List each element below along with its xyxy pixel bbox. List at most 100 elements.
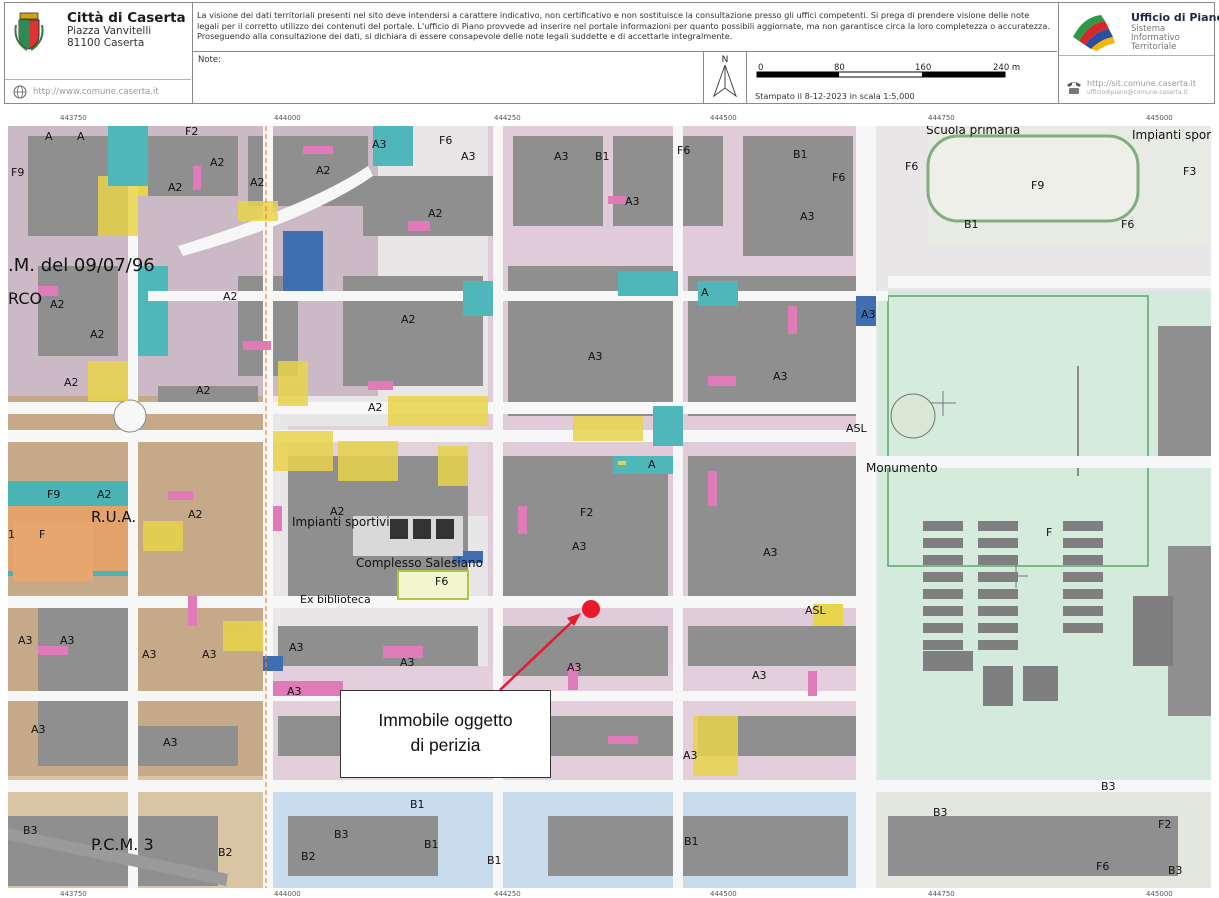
north-arrow-box: N xyxy=(703,51,747,103)
zone-label: F9 xyxy=(11,166,24,179)
park-building-rows xyxy=(923,521,1173,706)
zone-label: A2 xyxy=(428,207,443,220)
zone-label: A2 xyxy=(90,328,105,341)
callout-line-2: di perizia xyxy=(410,735,481,755)
zone-label: F6 xyxy=(832,171,845,184)
zone-label: ASL xyxy=(846,422,868,435)
coat-of-arms-icon xyxy=(14,12,44,51)
zone-label: A3 xyxy=(625,195,640,208)
callout-text: Immobile oggetto di perizia xyxy=(341,708,550,758)
zoning-map[interactable]: A A F2 F6 A3 A3 A3 B1 F6 B1 F6 F6 F9 F3 … xyxy=(8,126,1211,888)
divider xyxy=(5,79,191,80)
zone-label: A3 xyxy=(567,661,582,674)
print-date: Stampato il 8-12-2023 in scala 1:5,000 xyxy=(755,91,915,101)
north-letter: N xyxy=(721,55,729,65)
coord-top-4: 444500 xyxy=(710,114,737,122)
zone-label: A3 xyxy=(773,370,788,383)
city-info-panel: Città di Caserta Piazza Vanvitelli 81100… xyxy=(5,3,193,103)
zone-label: A xyxy=(648,458,656,471)
zone-label: A3 xyxy=(861,308,876,321)
zone-label: A2 xyxy=(97,488,112,501)
coord-top-2: 444000 xyxy=(274,114,301,122)
coord-top-6: 445000 xyxy=(1146,114,1173,122)
zone-label: A3 xyxy=(400,656,415,669)
zone-label: A2 xyxy=(223,290,238,303)
zone-label: B1 xyxy=(964,218,979,231)
place-label-impianti-sportivi: Impianti sportivi xyxy=(292,515,390,529)
zone-label: 1 xyxy=(8,528,15,541)
coord-top-3: 444250 xyxy=(494,114,521,122)
map-header: Città di Caserta Piazza Vanvitelli 81100… xyxy=(4,2,1219,104)
zone-label: B3 xyxy=(334,828,349,841)
asl-highlight xyxy=(813,604,843,626)
zone-label: A2 xyxy=(64,376,79,389)
city-address: Piazza Vanvitelli xyxy=(67,25,152,37)
callout-arrow-line xyxy=(499,617,577,691)
small-highlight xyxy=(618,461,626,465)
zone-label: A2 xyxy=(210,156,225,169)
zone-label: A3 xyxy=(202,648,217,661)
zone-label: A3 xyxy=(763,546,778,559)
zone-labels: A A F2 F6 A3 A3 A3 B1 F6 B1 F6 F6 F9 F3 … xyxy=(8,126,1196,877)
zone-label: F2 xyxy=(185,126,198,138)
zone-label: F2 xyxy=(1158,818,1171,831)
zone-label: A2 xyxy=(316,164,331,177)
coord-bottom-1: 443750 xyxy=(60,890,87,898)
zone-label: F6 xyxy=(1121,218,1134,231)
coord-top-5: 444750 xyxy=(928,114,955,122)
legal-disclaimer: La visione dei dati territoriali present… xyxy=(197,10,1050,41)
zone-label: B1 xyxy=(410,798,425,811)
coord-bottom-3: 444250 xyxy=(494,890,521,898)
subject-property-callout: Immobile oggetto di perizia xyxy=(340,690,551,778)
zone-label: A3 xyxy=(683,749,698,762)
place-label-pcm: P.C.M. 3 xyxy=(91,835,154,854)
subject-property-marker[interactable] xyxy=(582,600,600,618)
zone-label: F3 xyxy=(1183,165,1196,178)
sports-complex-pools xyxy=(390,519,454,539)
zone-label: B3 xyxy=(1168,864,1183,877)
highlight-layer xyxy=(88,176,738,776)
zone-label: A2 xyxy=(168,181,183,194)
place-label-rua: R.U.A. xyxy=(91,508,136,526)
zone-label: A xyxy=(701,286,709,299)
coord-bottom-6: 445000 xyxy=(1146,890,1173,898)
zone-label: B1 xyxy=(424,838,439,851)
salesiano-field xyxy=(397,570,469,600)
zone-label: A3 xyxy=(372,138,387,151)
zone-label: A2 xyxy=(196,384,211,397)
zone-label: F6 xyxy=(905,160,918,173)
zone-label: B2 xyxy=(301,850,316,863)
zone-label: F6 xyxy=(439,134,452,147)
scale-label-80: 80 xyxy=(834,63,845,73)
globe-icon xyxy=(13,85,27,99)
zone-label: B1 xyxy=(487,854,502,867)
zone-label: A2 xyxy=(50,298,65,311)
monument-circle xyxy=(890,393,936,439)
diagonal-road xyxy=(178,166,373,256)
sports-field xyxy=(926,134,1140,223)
callout-arrow-head xyxy=(567,613,581,626)
accent-layer xyxy=(108,126,876,671)
scale-label-160: 160 xyxy=(915,63,932,73)
zone-label: A3 xyxy=(752,669,767,682)
zone-label: A3 xyxy=(163,736,178,749)
office-email-link[interactable]: ufficiodipiano@comune.caserta.it xyxy=(1087,89,1188,96)
zone-label: F xyxy=(39,528,45,541)
railway xyxy=(8,828,228,886)
zone-label: A xyxy=(45,130,53,143)
city-website-link[interactable]: http://www.comune.caserta.it xyxy=(33,87,159,97)
zone-label: B3 xyxy=(933,806,948,819)
place-label-dm: .M. del 09/07/96 xyxy=(8,255,155,276)
office-name: Ufficio di Piano xyxy=(1131,11,1219,24)
office-subtitle: Sistema xyxy=(1131,24,1166,34)
zone-label: B3 xyxy=(23,824,38,837)
coord-bottom-2: 444000 xyxy=(274,890,301,898)
zone-label: A3 xyxy=(287,685,302,698)
sit-website-link[interactable]: http://sit.comune.caserta.it xyxy=(1087,79,1196,88)
zone-label: F6 xyxy=(677,144,690,157)
zone-label: F2 xyxy=(580,506,593,519)
zone-label: ASL xyxy=(805,604,827,617)
callout-line-1: Immobile oggetto xyxy=(378,710,513,730)
place-labels: Scuola primaria Impianti spor .M. del 09… xyxy=(8,126,1211,854)
phone-icon xyxy=(1067,82,1081,94)
